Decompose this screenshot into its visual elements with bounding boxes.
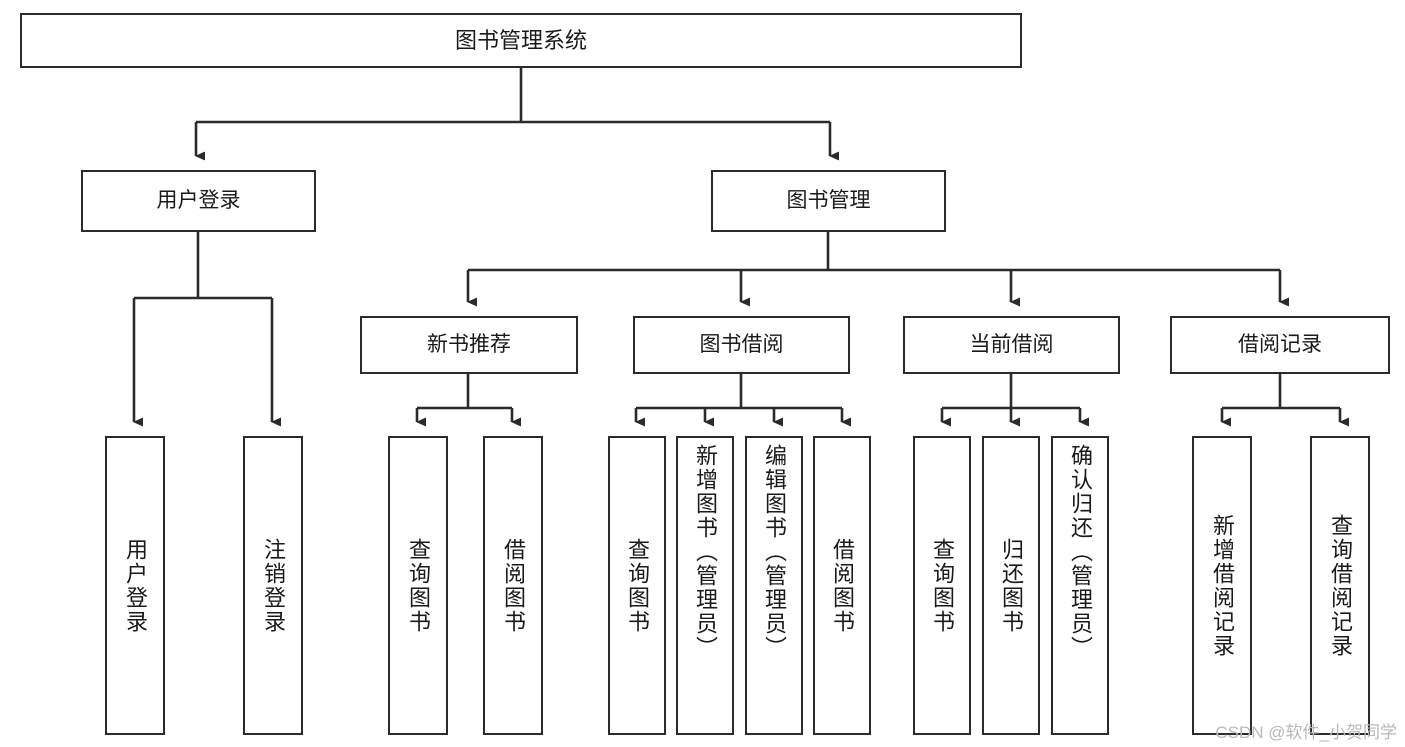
node-label: 新增图书（管理员）	[693, 444, 718, 660]
node-new-book-recommend[interactable]: 新书推荐	[360, 316, 578, 374]
node-label: 用户登录	[123, 537, 148, 634]
node-leaf-query-borrow-record[interactable]: 查询借阅记录	[1310, 436, 1370, 735]
node-leaf-query-book-2[interactable]: 查询图书	[608, 436, 666, 735]
node-label: 图书借阅	[699, 332, 784, 356]
node-leaf-edit-book[interactable]: 编辑图书（管理员）	[745, 436, 803, 735]
node-label: 借阅图书	[830, 537, 855, 634]
node-book-management[interactable]: 图书管理	[711, 170, 946, 232]
node-label: 编辑图书（管理员）	[762, 444, 787, 660]
node-label: 查询图书	[930, 537, 955, 634]
node-current-borrow[interactable]: 当前借阅	[903, 316, 1120, 374]
node-borrow-record[interactable]: 借阅记录	[1170, 316, 1390, 374]
node-label: 图书管理	[786, 188, 871, 212]
node-label: 当前借阅	[969, 332, 1054, 356]
node-label: 查询图书	[406, 537, 431, 634]
node-leaf-add-book[interactable]: 新增图书（管理员）	[676, 436, 734, 735]
node-leaf-add-borrow-record[interactable]: 新增借阅记录	[1192, 436, 1252, 735]
node-label: 查询图书	[625, 537, 650, 634]
node-label: 借阅图书	[501, 537, 526, 634]
node-label: 用户登录	[156, 188, 241, 212]
node-label: 确认归还（管理员）	[1068, 444, 1093, 660]
node-label: 查询借阅记录	[1328, 513, 1353, 658]
node-label: 新增借阅记录	[1210, 513, 1235, 658]
node-label: 图书管理系统	[454, 27, 587, 53]
node-label: 注销登录	[261, 537, 286, 634]
node-leaf-return-book[interactable]: 归还图书	[982, 436, 1040, 735]
node-book-borrow[interactable]: 图书借阅	[633, 316, 850, 374]
node-label: 新书推荐	[427, 332, 511, 356]
node-leaf-query-book-1[interactable]: 查询图书	[388, 436, 448, 735]
node-leaf-query-book-3[interactable]: 查询图书	[913, 436, 971, 735]
node-leaf-logout[interactable]: 注销登录	[243, 436, 303, 735]
node-leaf-borrow-book-1[interactable]: 借阅图书	[483, 436, 543, 735]
node-user-login[interactable]: 用户登录	[81, 170, 316, 232]
node-root-system[interactable]: 图书管理系统	[20, 13, 1022, 68]
node-label: 归还图书	[999, 537, 1024, 634]
node-label: 借阅记录	[1238, 332, 1322, 356]
node-leaf-confirm-return[interactable]: 确认归还（管理员）	[1051, 436, 1109, 735]
node-leaf-user-login[interactable]: 用户登录	[105, 436, 165, 735]
node-leaf-borrow-book-2[interactable]: 借阅图书	[813, 436, 871, 735]
csdn-watermark: CSDN @软件_小贺同学	[1215, 723, 1397, 742]
